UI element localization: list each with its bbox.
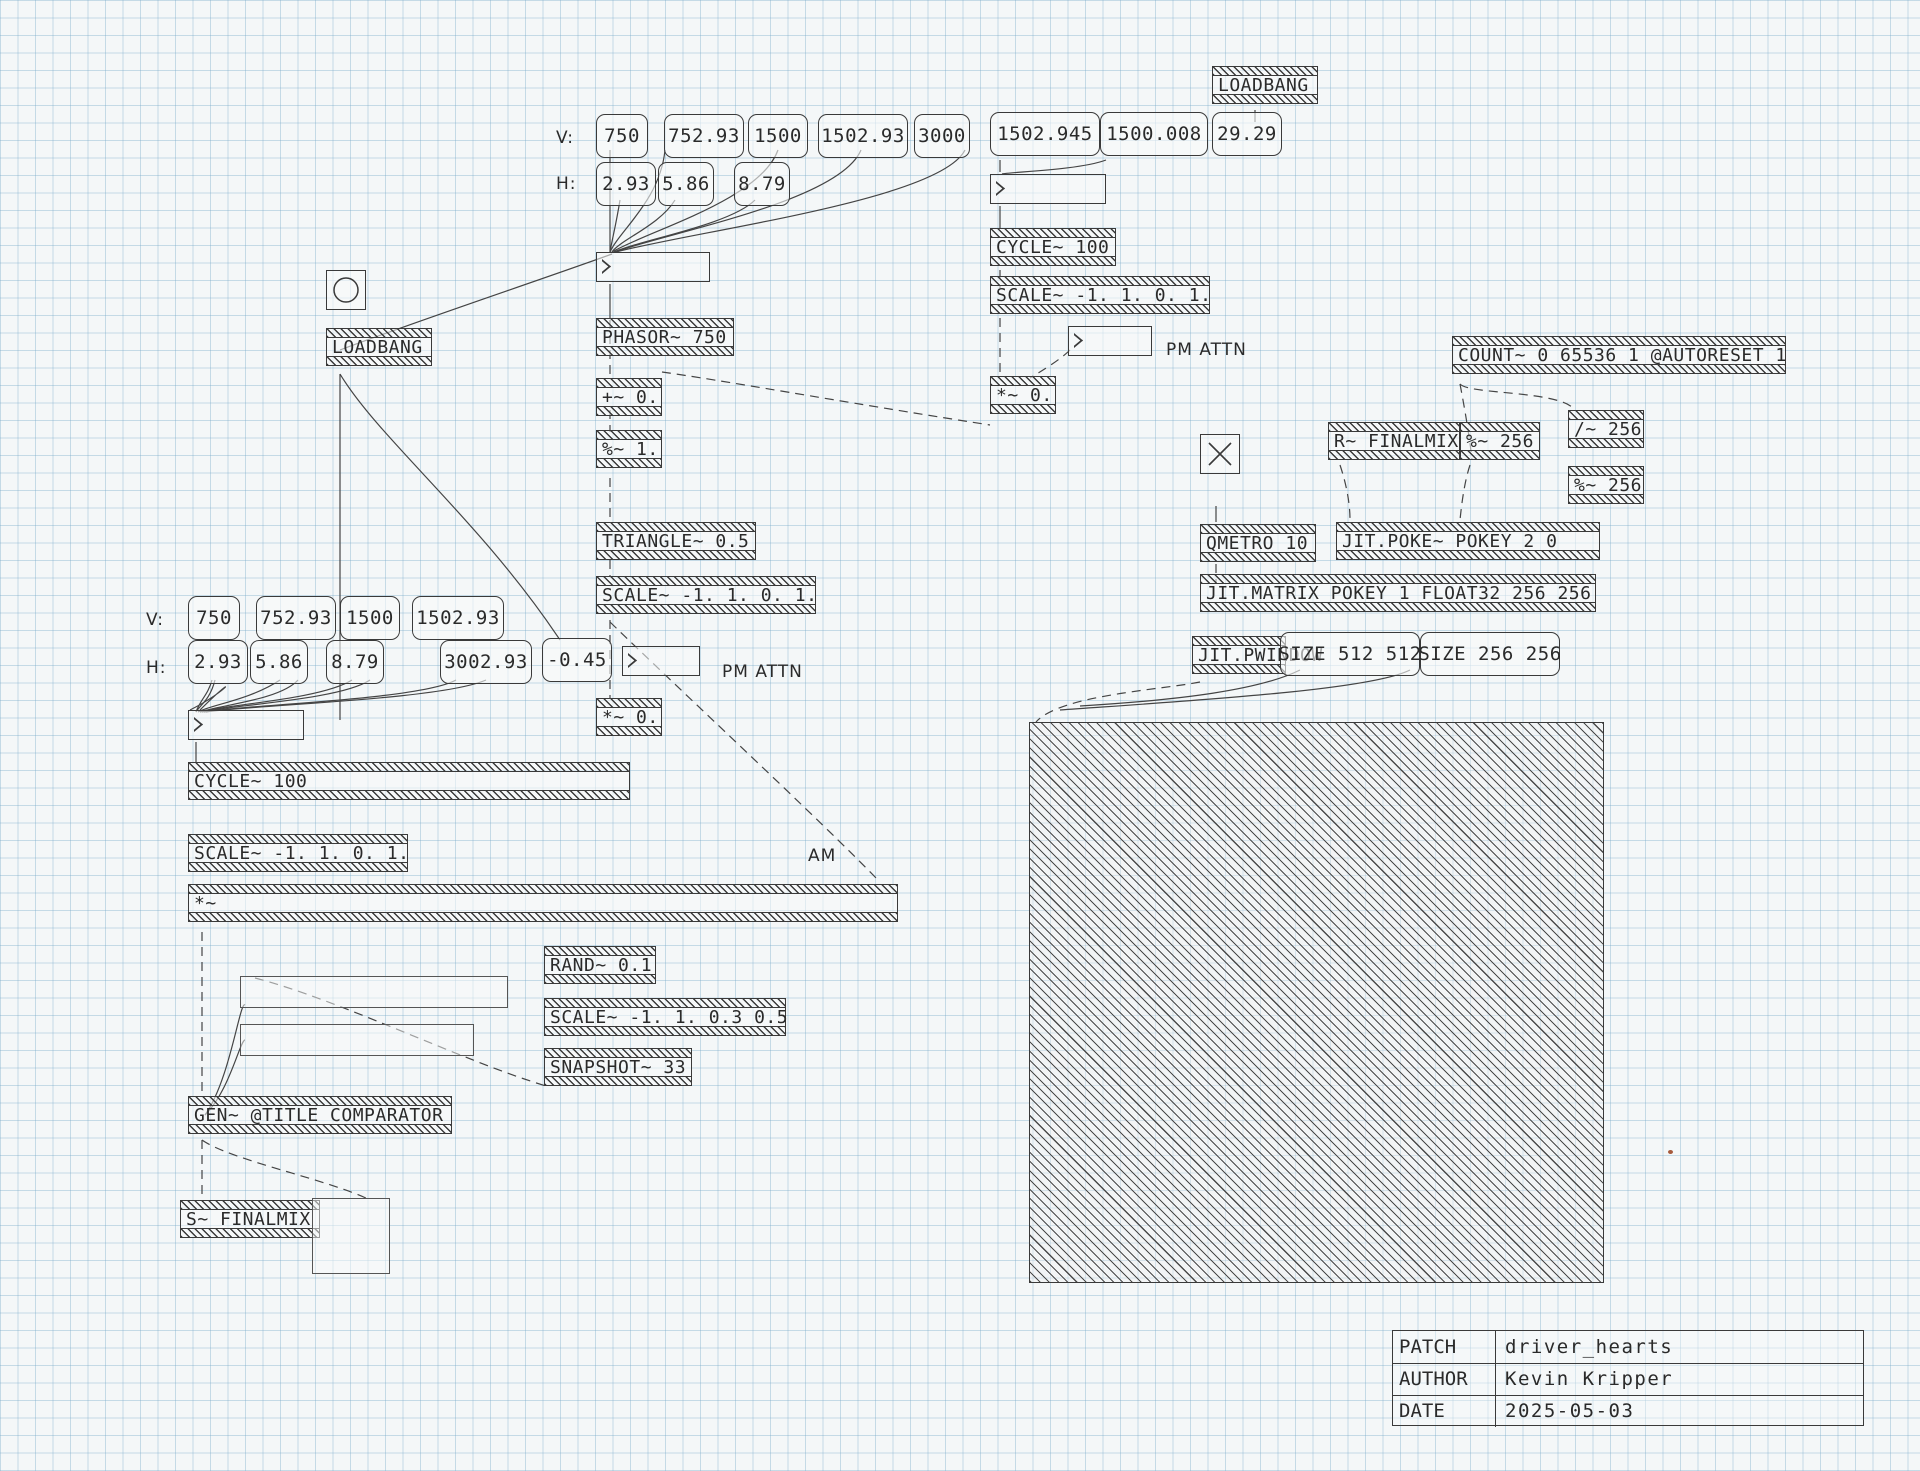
v-label-left: V: [146, 610, 164, 630]
cord [205, 679, 487, 713]
gen-object[interactable]: GEN~ @TITLE COMPARATOR [188, 1096, 452, 1134]
pm-attn-label-mid: PM ATTN [722, 662, 803, 682]
bang-circle-icon [333, 277, 359, 303]
cord [1079, 669, 1301, 707]
number-box-h-left[interactable]: 3002.93 [440, 640, 532, 684]
float-box-right[interactable] [990, 174, 1106, 204]
pm-attn-label-right: PM ATTN [1166, 340, 1247, 360]
number-box-v-left[interactable]: 752.93 [256, 596, 336, 640]
divide-256-object[interactable]: /~ 256 [1568, 410, 1644, 448]
snapshot-object[interactable]: SNAPSHOT~ 33 [544, 1048, 692, 1086]
scale-object-left[interactable]: SCALE~ -1. 1. 0. 1. [188, 834, 409, 872]
float-box[interactable] [596, 252, 710, 282]
count-object[interactable]: COUNT~ 0 65536 1 @AUTORESET 1 [1452, 336, 1786, 374]
signal-cord [661, 371, 991, 426]
phasor-object[interactable]: PHASOR~ 750 [596, 318, 734, 356]
number-box-right[interactable]: 1500.008 [1100, 112, 1208, 156]
cord [203, 679, 457, 713]
jit-poke-object[interactable]: JIT.POKE~ POKEY 2 0 [1336, 522, 1600, 560]
float-box-left[interactable] [188, 710, 304, 740]
h-label-left: H: [146, 658, 167, 678]
cord [199, 679, 299, 713]
cord [1059, 669, 1411, 711]
scope-display [312, 1198, 390, 1274]
modulo-object[interactable]: %~ 1. [596, 430, 662, 468]
v-label-top: V: [556, 128, 574, 148]
signal-cord [201, 1139, 371, 1201]
cord [195, 679, 213, 713]
cord [199, 679, 353, 713]
number-box-v[interactable]: 752.93 [664, 114, 744, 158]
info-row-patch: PATCH driver_hearts [1393, 1331, 1863, 1364]
close-x-icon [1208, 442, 1232, 466]
scale-object-rand[interactable]: SCALE~ -1. 1. 0.3 0.5 [544, 998, 788, 1036]
float-box-pm-mid[interactable] [622, 646, 700, 676]
mult-object-mid[interactable]: *~ 0. [596, 698, 662, 736]
number-slider[interactable] [240, 1024, 474, 1056]
cord [201, 679, 371, 713]
am-label: AM [808, 846, 837, 866]
number-box-h-left[interactable]: 2.93 [188, 640, 248, 684]
jit-pwindow-display [1029, 722, 1604, 1283]
jit-pwindow-object[interactable]: JIT.PWINDOW [1192, 636, 1322, 674]
cord [611, 199, 676, 253]
plus-object[interactable]: +~ 0. [596, 378, 662, 416]
mult-object-right[interactable]: *~ 0. [990, 376, 1056, 414]
signal-cord [1459, 464, 1471, 521]
scale-object-mid[interactable]: SCALE~ -1. 1. 0. 1. [596, 576, 817, 614]
number-box-v[interactable]: 3000 [914, 114, 970, 158]
number-box-right[interactable]: 29.29 [1212, 112, 1282, 156]
number-box-right[interactable]: 1502.945 [990, 112, 1100, 156]
modulo-256-object[interactable]: %~ 256 [1460, 422, 1540, 460]
rand-object[interactable]: RAND~ 0.1 [544, 946, 656, 984]
number-box-v[interactable]: 1502.93 [818, 114, 908, 158]
number-box-mid[interactable]: -0.45 [542, 638, 612, 682]
size-256-message[interactable]: SIZE 256 256 [1418, 632, 1561, 676]
number-box-h[interactable]: 8.79 [734, 162, 790, 206]
cycle-object-right[interactable]: CYCLE~ 100 [990, 228, 1116, 266]
receive-object[interactable]: R~ FINALMIX [1328, 422, 1460, 460]
info-table: PATCH driver_hearts AUTHOR Kevin Kripper… [1392, 1330, 1864, 1427]
triangle-object[interactable]: TRIANGLE~ 0.5 [596, 522, 756, 560]
mult-am-object[interactable]: *~ [188, 884, 898, 922]
float-box-pm-right[interactable] [1068, 326, 1152, 356]
loadbang-object-right[interactable]: LOADBANG [1212, 66, 1318, 104]
cord [195, 679, 216, 713]
number-box-h[interactable]: 5.86 [658, 162, 714, 206]
cord [609, 199, 621, 253]
number-box-v-left[interactable]: 1502.93 [412, 596, 504, 640]
signal-cord [1029, 349, 1071, 379]
paper-mark [1668, 1150, 1673, 1154]
jit-matrix-object[interactable]: JIT.MATRIX POKEY 1 FLOAT32 256 256 [1200, 574, 1596, 612]
signal-cord [1035, 681, 1201, 723]
number-box-v-left[interactable]: 750 [188, 596, 240, 640]
info-row-author: AUTHOR Kevin Kripper [1393, 1363, 1863, 1396]
info-row-date: DATE 2025-05-03 [1393, 1395, 1863, 1427]
cord [197, 679, 281, 713]
h-label-top: H: [556, 174, 577, 194]
cord [189, 686, 227, 711]
number-box-v-left[interactable]: 1500 [340, 596, 400, 640]
qmetro-object[interactable]: QMETRO 10 [1200, 524, 1316, 562]
number-box-h-left[interactable]: 5.86 [250, 640, 308, 684]
modulo-256-object-b[interactable]: %~ 256 [1568, 466, 1644, 504]
size-512-message[interactable]: SIZE 512 512 [1278, 632, 1421, 676]
signal-cord [1459, 383, 1576, 411]
loadbang-object-main[interactable]: LOADBANG [326, 328, 432, 366]
cord [613, 199, 756, 253]
send-object[interactable]: S~ FINALMIX [180, 1200, 320, 1238]
number-box-v[interactable]: 750 [596, 114, 648, 158]
signal-cord [1339, 464, 1351, 521]
bang-button[interactable] [326, 270, 366, 310]
number-slider[interactable] [240, 976, 508, 1008]
number-box-h-left[interactable]: 8.79 [326, 640, 384, 684]
number-box-h[interactable]: 2.93 [596, 162, 656, 206]
number-box-v[interactable]: 1500 [748, 114, 808, 158]
cord [1001, 159, 1107, 175]
cycle-object-left[interactable]: CYCLE~ 100 [188, 762, 630, 800]
toggle[interactable] [1200, 434, 1240, 474]
scale-object-right[interactable]: SCALE~ -1. 1. 0. 1. [990, 276, 1211, 314]
